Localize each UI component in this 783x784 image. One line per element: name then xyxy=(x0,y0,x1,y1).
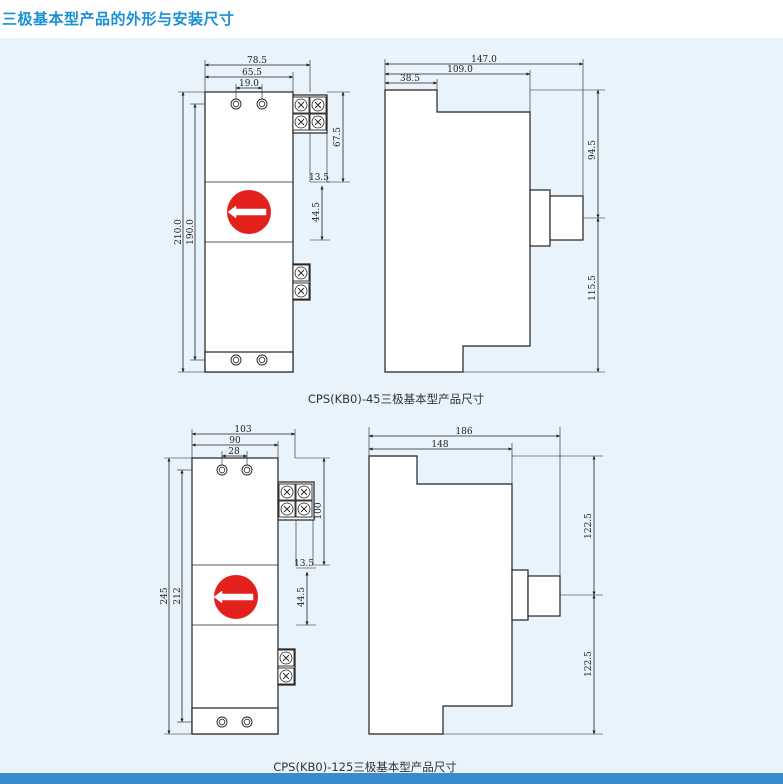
fig2-dim-depth: 186 xyxy=(455,427,472,437)
fig1-rotary-knob-icon xyxy=(227,190,271,234)
fig1-caption: CPS(KB0)-45三极基本型产品尺寸 xyxy=(308,392,484,406)
fig1-dim-h-total: 210.0 xyxy=(174,219,184,245)
fig1-side-view: 147.0 109.0 38.5 94.5 115.5 xyxy=(384,55,605,373)
fig2-rotary-knob-icon xyxy=(213,575,258,619)
fig2-terminal-icon xyxy=(295,500,313,518)
fig1-terminal-icon xyxy=(292,113,310,131)
fig2-dim-top-block: 100 xyxy=(314,502,324,519)
fig1-dim-d2: 109.0 xyxy=(447,65,473,75)
fig1-dim-lower: 115.5 xyxy=(588,275,598,301)
fig1-dim-w2: 65.5 xyxy=(242,68,262,78)
fig2-side-knob xyxy=(527,575,561,617)
fig2-dim-lower: 122.5 xyxy=(584,651,594,677)
fig1-dim-w3: 19.0 xyxy=(239,79,259,89)
fig1-terminal-icon xyxy=(292,264,310,282)
fig1-mount-hole-icon xyxy=(230,354,242,366)
fig1-front-view: 78.5 65.5 19.0 210.0 190.0 67.5 13.5 44.… xyxy=(174,56,350,373)
fig2-dim-upper: 122.5 xyxy=(584,513,594,539)
bottom-strip xyxy=(0,773,783,784)
fig1-dim-knob-offset: 44.5 xyxy=(312,202,322,222)
fig1-terminal-icon xyxy=(292,282,310,300)
fig2-terminal-icon xyxy=(295,483,313,501)
fig2-dim-h-total: 245 xyxy=(160,587,170,604)
fig2-mount-hole-icon xyxy=(241,716,253,728)
fig1-side-knob xyxy=(549,195,584,241)
fig2-dim-d2: 148 xyxy=(431,440,448,450)
fig2-dim-w3: 28 xyxy=(228,447,240,457)
fig2-dim-w1: 103 xyxy=(234,425,251,435)
fig2-dim-offset: 13.5 xyxy=(294,559,314,569)
fig1-dim-offset: 13.5 xyxy=(309,173,329,183)
page-title: 三极基本型产品的外形与安装尺寸 xyxy=(2,10,235,28)
fig2-caption: CPS(KB0)-125三极基本型产品尺寸 xyxy=(273,760,457,774)
fig1-terminal-icon xyxy=(292,96,310,114)
fig1-mount-hole-icon xyxy=(256,98,268,110)
fig1-dim-top-block: 67.5 xyxy=(333,127,343,147)
fig2-terminal-icon xyxy=(278,483,296,501)
fig1-dim-d3: 38.5 xyxy=(400,74,420,84)
fig1-dim-depth: 147.0 xyxy=(471,55,497,65)
fig2-terminal-icon xyxy=(277,649,295,667)
fig1-mount-hole-icon xyxy=(230,98,242,110)
fig2-dim-knob-offset: 44.5 xyxy=(297,587,307,607)
fig2-terminal-icon xyxy=(277,667,295,685)
fig2-terminal-icon xyxy=(278,500,296,518)
fig1-dim-upper: 94.5 xyxy=(588,140,598,160)
fig1-terminal-icon xyxy=(309,113,327,131)
fig2-front-view: 103 90 28 245 212 100 13.5 44.5 xyxy=(160,425,330,735)
fig2-dim-h-inner: 212 xyxy=(173,587,183,604)
fig1-mount-hole-icon xyxy=(256,354,268,366)
fig2-dim-w2: 90 xyxy=(229,436,241,446)
fig2-side-view: 186 148 122.5 122.5 xyxy=(368,427,603,735)
fig1-dim-w1: 78.5 xyxy=(247,56,267,66)
fig1-dim-h-inner: 190.0 xyxy=(186,219,196,245)
fig2-side-body xyxy=(368,455,513,735)
title-bar: 三极基本型产品的外形与安装尺寸 xyxy=(0,0,783,38)
fig2-mount-hole-icon xyxy=(216,716,228,728)
fig1-side-body xyxy=(384,89,531,373)
fig2-mount-hole-icon xyxy=(216,464,228,476)
fig1-terminal-icon xyxy=(309,96,327,114)
fig2-mount-hole-icon xyxy=(241,464,253,476)
